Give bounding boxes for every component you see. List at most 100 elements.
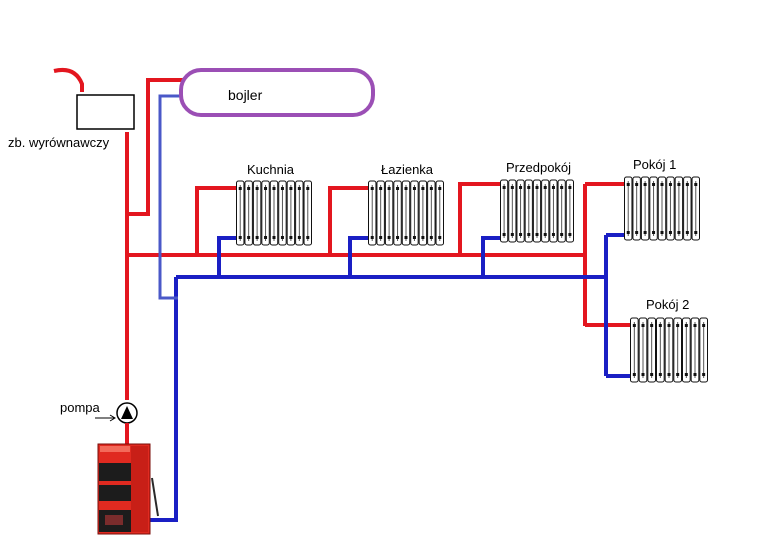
radiator-connector — [658, 373, 662, 376]
radiator-connector — [635, 231, 639, 234]
pokoj2-radiator — [630, 317, 708, 383]
radiator-connector — [255, 236, 259, 239]
radiator-connector — [396, 187, 400, 190]
radiator-connector — [297, 187, 301, 190]
radiator-connector — [685, 183, 689, 186]
radiator-connector — [652, 183, 656, 186]
przedpokoj-return-pipe — [481, 236, 501, 277]
expansion-tank-overflow-pipe — [53, 67, 84, 92]
radiator-connector — [297, 236, 301, 239]
radiator-connector — [429, 236, 433, 239]
radiator-connector — [694, 231, 698, 234]
radiator-connector — [568, 233, 572, 236]
radiator-connector — [280, 236, 284, 239]
radiator-connector — [289, 187, 293, 190]
pump-icon — [116, 402, 138, 424]
radiator-connector — [632, 373, 636, 376]
lazienka-supply-pipe — [328, 186, 368, 255]
radiator-connector — [641, 324, 645, 327]
radiator-connector — [255, 187, 259, 190]
radiator-connector — [677, 183, 681, 186]
pokoj1-radiator — [624, 176, 700, 241]
radiator-connector — [370, 187, 374, 190]
radiator-connector — [429, 187, 433, 190]
kuchnia-supply-pipe — [195, 186, 238, 255]
przedpokoj-radiator — [500, 179, 574, 243]
radiator-connector — [684, 324, 688, 327]
radiator-connector — [306, 236, 310, 239]
radiator-connector — [379, 187, 383, 190]
radiator-connector — [668, 231, 672, 234]
radiator-connector — [247, 187, 251, 190]
radiator-connector — [702, 324, 706, 327]
radiator-connector — [658, 324, 662, 327]
radiator-connector — [543, 233, 547, 236]
bojler-label: bojler — [228, 87, 263, 103]
radiator-connector — [247, 236, 251, 239]
radiator-connector — [527, 186, 531, 189]
radiator-connector — [551, 186, 555, 189]
radiator-connector — [387, 187, 391, 190]
radiator-connector — [527, 233, 531, 236]
pokoj1-label: Pokój 1 — [633, 157, 676, 172]
radiator-connector — [404, 236, 408, 239]
radiator-connector — [289, 236, 293, 239]
radiator-connector — [650, 324, 654, 327]
radiator-connector — [502, 186, 506, 189]
radiator-connector — [676, 324, 680, 327]
radiator-connector — [560, 233, 564, 236]
expansion-tank-label: zb. wyrównawczy — [8, 135, 110, 150]
kuchnia-return-pipe — [217, 236, 238, 277]
radiator-connector — [652, 231, 656, 234]
radiator-connector — [568, 186, 572, 189]
radiator-connector — [632, 324, 636, 327]
radiator-connector — [641, 373, 645, 376]
pump-pointer-arrow — [95, 414, 116, 422]
radiator-connector — [272, 236, 276, 239]
pokoj2-label: Pokój 2 — [646, 297, 689, 312]
radiator-connector — [702, 373, 706, 376]
przedpokoj-supply-pipe — [458, 182, 501, 255]
solid-fuel-boiler-icon — [97, 443, 159, 535]
radiator-connector — [438, 236, 442, 239]
radiator-connector — [396, 236, 400, 239]
radiator-connector — [387, 236, 391, 239]
radiator-connector — [650, 373, 654, 376]
radiator-connector — [684, 373, 688, 376]
radiator-connector — [668, 183, 672, 186]
radiator-connector — [693, 324, 697, 327]
pump-label: pompa — [60, 400, 101, 415]
lazienka-radiator — [368, 180, 444, 246]
radiator-connector — [551, 233, 555, 236]
return-pipes — [150, 233, 630, 522]
radiator-connector — [238, 236, 242, 239]
radiator-connector — [535, 233, 539, 236]
radiator-connector — [264, 187, 268, 190]
radiator-connector — [412, 236, 416, 239]
radiator-connector — [626, 231, 630, 234]
radiator-connector — [370, 236, 374, 239]
radiator-connector — [660, 183, 664, 186]
kuchnia-radiator — [236, 180, 312, 246]
radiator-connector — [421, 187, 425, 190]
radiator-connector — [510, 186, 514, 189]
przedpokoj-label: Przedpokój — [506, 160, 571, 175]
radiator-connector — [667, 373, 671, 376]
radiator-connector — [643, 183, 647, 186]
bojler-tank: bojler — [179, 68, 375, 117]
radiator-connector — [510, 233, 514, 236]
bojler-return-pipe — [158, 94, 184, 300]
radiator-connector — [412, 187, 416, 190]
radiator-connector — [280, 187, 284, 190]
radiator-connector — [519, 233, 523, 236]
radiator-connector — [272, 187, 276, 190]
radiator-connector — [660, 231, 664, 234]
radiator-connector — [535, 186, 539, 189]
lazienka-return-pipe — [348, 236, 368, 277]
bojler-supply-pipe — [127, 78, 183, 216]
radiator-connector — [685, 231, 689, 234]
radiator-connector — [379, 236, 383, 239]
radiator-connector — [421, 236, 425, 239]
radiator-connector — [560, 186, 564, 189]
